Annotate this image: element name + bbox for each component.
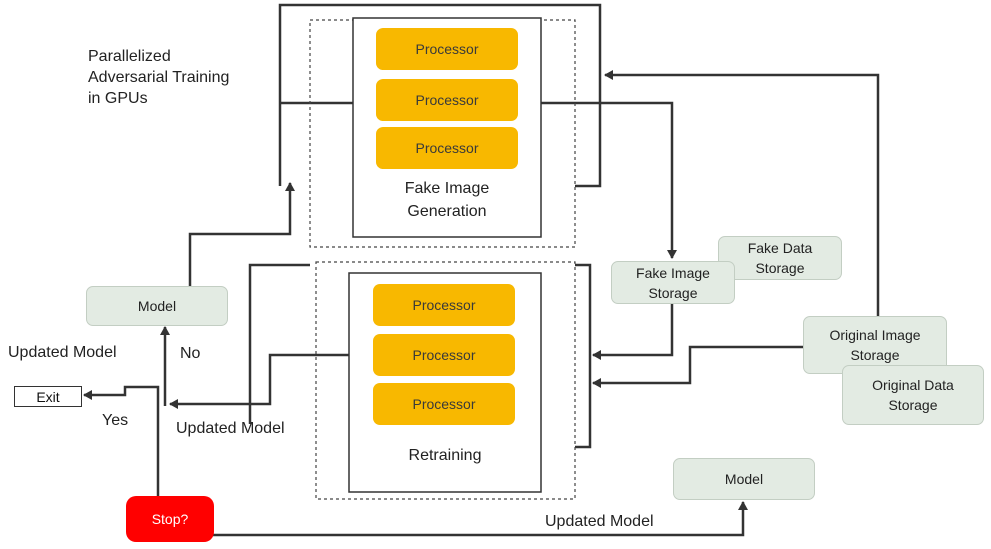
title-note: Parallelized Adversarial Training in GPU… (88, 46, 229, 109)
fake-data-storage-line-1: Fake Data (747, 240, 813, 256)
retraining-output-line (169, 353, 372, 409)
stop-decision: Stop? (126, 496, 214, 542)
title-line-2: Adversarial Training (88, 69, 230, 86)
fake-image-generation-label: Fake Image Generation (353, 177, 541, 223)
updated-model-left-label: Updated Model (8, 344, 117, 361)
original-data-storage-line-2: Storage (888, 397, 938, 413)
original-data-storage: Original Data Storage (842, 365, 984, 425)
fake-image-storage-line-2: Storage (648, 284, 698, 301)
original-image-storage: Original Image Storage (803, 316, 947, 374)
fake-image-storage-line-1: Fake Image (636, 264, 710, 281)
updated-model-mid-label: Updated Model (176, 420, 285, 437)
model-to-top-line (188, 182, 295, 286)
model-right: Model (673, 458, 815, 500)
top-processor-2: Processor (376, 79, 518, 121)
original-data-storage-line-1: Original Data (872, 377, 954, 393)
original-to-top-line (604, 70, 880, 318)
yes-label: Yes (102, 412, 129, 429)
yes-branch-line (83, 385, 160, 404)
fake-data-storage-line-2: Storage (755, 260, 805, 276)
model-left: Model (86, 286, 228, 326)
fake-image-to-retraining-line (592, 303, 674, 360)
fake-image-generation-line-2: Generation (407, 203, 487, 220)
bottom-processor-2: Processor (373, 334, 515, 376)
top-processor-1: Processor (376, 28, 518, 70)
updated-model-bottom-label: Updated Model (545, 513, 654, 530)
original-image-storage-line-1: Original Image (829, 327, 921, 343)
bottom-outer-frame-right (575, 263, 592, 449)
stop-to-model-line (213, 501, 748, 537)
bottom-processor-1: Processor (373, 284, 515, 326)
exit-box: Exit (14, 386, 82, 407)
bottom-processor-3: Processor (373, 383, 515, 425)
retraining-label: Retraining (408, 447, 482, 464)
no-label: No (180, 345, 201, 362)
title-line-3: in GPUs (88, 90, 148, 107)
original-to-retraining-line (592, 345, 805, 388)
top-processor-3: Processor (376, 127, 518, 169)
fake-data-storage: Fake Data Storage (718, 236, 842, 280)
title-line-1: Parallelized (88, 48, 171, 65)
original-image-storage-line-2: Storage (850, 347, 900, 363)
top-outer-frame (278, 3, 602, 188)
bottom-dashed-frame (315, 261, 576, 500)
fake-image-storage: Fake Image Storage (611, 261, 735, 304)
fake-image-generation-line-1: Fake Image (404, 180, 490, 197)
bottom-outer-frame (248, 263, 310, 424)
